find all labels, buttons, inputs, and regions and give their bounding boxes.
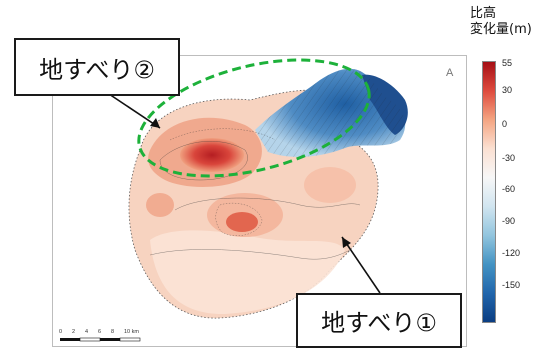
colorbar-tick-55: 55	[502, 58, 513, 68]
landslide-2-highlight	[137, 58, 371, 178]
colorbar-tick-minus90: -90	[502, 216, 516, 226]
contour-lines	[149, 128, 361, 260]
leader-arrow-1	[342, 237, 351, 248]
leader-line-1	[341, 236, 381, 294]
colorbar-title-line1: 比高	[470, 6, 497, 21]
callout-landslide-1: 地すべり①	[296, 293, 462, 348]
scale-label-8: 8	[111, 329, 114, 335]
colorbar-tick-30: 30	[502, 85, 513, 95]
colorbar-tick-minus30: -30	[502, 153, 516, 163]
leader-arrow-2	[150, 118, 160, 128]
colorbar-title-line2: 変化量(m)	[470, 22, 532, 37]
callout-landslide-1-text: 地すべり①	[321, 309, 437, 337]
scale-label-0: 0	[59, 329, 62, 335]
scale-bar: 0 2 4 6 8 10 km	[59, 329, 141, 342]
deposit-core	[226, 212, 258, 232]
mid-patch-2	[146, 193, 174, 217]
colorbar-tick-minus150: -150	[502, 280, 521, 290]
callout-landslide-2-text: 地すべり②	[39, 55, 155, 84]
scale-label-6: 6	[98, 329, 101, 335]
scale-label-4: 4	[85, 329, 88, 335]
scale-label-2: 2	[72, 329, 75, 335]
scale-label-10km: 10 km	[124, 329, 139, 335]
colorbar-title: 比高 変化量(m)	[470, 6, 550, 38]
landslide-2-core	[180, 138, 244, 172]
mid-patch-3	[304, 167, 356, 203]
colorbar-tick-0: 0	[502, 119, 508, 129]
colorbar-tick-minus120: -120	[502, 248, 521, 258]
colorbar	[482, 61, 496, 323]
north-arrow-icon: A	[446, 67, 454, 79]
callout-landslide-2: 地すべり②	[14, 38, 180, 96]
colorbar-tick-minus60: -60	[502, 184, 516, 194]
